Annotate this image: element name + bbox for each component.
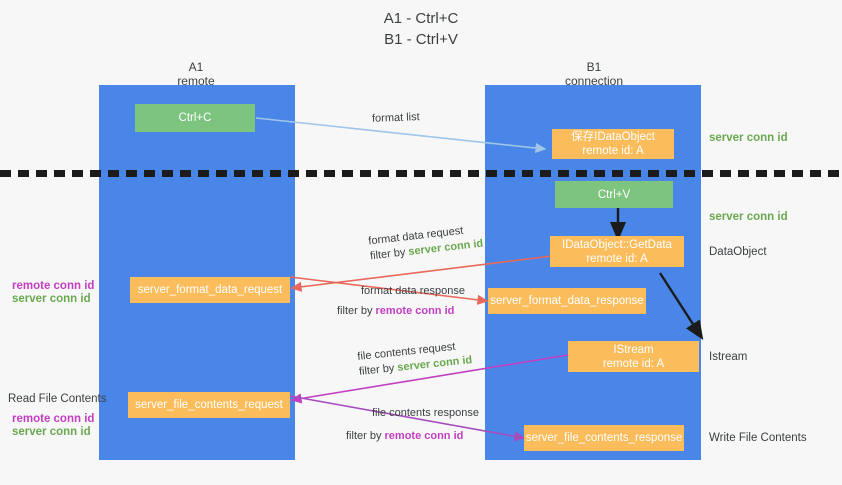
title-line-2: B1 - Ctrl+V xyxy=(384,31,458,48)
node-ctrl-v[interactable]: Ctrl+V xyxy=(555,181,673,208)
node-server-format-data-request-label: server_format_data_request xyxy=(137,284,283,296)
node-idataobject-getdata[interactable]: IDataObject::GetData remote id: A xyxy=(550,236,684,267)
column-a1-name: A1 xyxy=(188,60,204,74)
node-ctrl-v-label: Ctrl+V xyxy=(597,188,631,201)
node-save-idataobject[interactable]: 保存IDataObject remote id: A xyxy=(552,129,674,159)
node-server-file-contents-response-label: server_file_contents_response xyxy=(525,432,683,444)
flow-label-file-contents-response-text: file contents response xyxy=(372,407,480,419)
node-istream-line1: IStream xyxy=(613,343,654,356)
node-istream[interactable]: IStream remote id: A xyxy=(568,341,699,372)
filter-prefix: filter by xyxy=(337,305,376,317)
column-header-b1: B1 connection xyxy=(540,60,648,88)
node-idataobject-getdata-line2: remote id: A xyxy=(586,252,648,265)
annotation-server-conn-id-top: server conn id xyxy=(709,132,788,144)
flow-label-format-list-text: format list xyxy=(371,111,420,125)
annotation-server-conn-id-mid: server conn id xyxy=(709,211,788,223)
filter-prefix: filter by xyxy=(346,430,385,442)
node-idataobject-getdata-line1: IDataObject::GetData xyxy=(562,238,672,251)
node-server-file-contents-request[interactable]: server_file_contents_request xyxy=(128,392,290,418)
column-b1-sub: connection xyxy=(564,74,624,88)
node-server-format-data-response-label: server_format_data_response xyxy=(490,295,644,307)
node-server-format-data-request[interactable]: server_format_data_request xyxy=(130,277,290,303)
flow-label-format-data-response-filter: filter by remote conn id xyxy=(337,299,465,319)
column-a1-sub: remote xyxy=(177,74,215,88)
filter-prefix: filter by xyxy=(358,361,398,378)
page-title: A1 - Ctrl+C B1 - Ctrl+V xyxy=(0,8,842,50)
flow-label-file-contents-response: file contents response filter by remote … xyxy=(346,406,479,444)
annotation-dataobject: DataObject xyxy=(709,246,767,258)
filter-id-remote-conn: remote conn id xyxy=(384,430,464,442)
node-ctrl-c[interactable]: Ctrl+C xyxy=(135,104,255,132)
column-b1-name: B1 xyxy=(586,60,602,74)
node-server-format-data-response[interactable]: server_format_data_response xyxy=(488,288,646,314)
flow-label-format-data-response: format data response filter by remote co… xyxy=(337,284,465,319)
flow-label-file-contents-response-filter: filter by remote conn id xyxy=(346,421,479,444)
node-ctrl-c-label: Ctrl+C xyxy=(178,112,212,124)
node-server-file-contents-request-label: server_file_contents_request xyxy=(135,399,283,411)
node-server-file-contents-response[interactable]: server_file_contents_response xyxy=(524,425,684,451)
flow-label-format-data-response-text: format data response xyxy=(361,285,465,297)
filter-prefix: filter by xyxy=(369,246,410,263)
flow-label-file-contents-request: file contents request filter by server c… xyxy=(357,338,473,380)
annotation-server-conn-id-2: server conn id xyxy=(12,426,91,438)
annotation-write-file-contents: Write File Contents xyxy=(709,432,807,444)
node-save-idataobject-line1: 保存IDataObject xyxy=(571,131,655,143)
annotation-read-file-contents: Read File Contents xyxy=(8,393,107,405)
node-istream-line2: remote id: A xyxy=(602,357,665,370)
column-header-a1: A1 remote xyxy=(142,60,250,88)
node-save-idataobject-line2: remote id: A xyxy=(582,145,644,157)
filter-id-remote-conn: remote conn id xyxy=(375,305,455,317)
annotation-remote-conn-id-2: remote conn id xyxy=(12,413,95,425)
annotation-server-conn-id-1: server conn id xyxy=(12,293,91,305)
flow-label-format-data-request: format data request filter by server con… xyxy=(368,222,484,265)
flow-label-format-list: format list xyxy=(372,110,420,127)
title-line-1: A1 - Ctrl+C xyxy=(383,10,459,27)
annotation-remote-conn-id-1: remote conn id xyxy=(12,280,95,292)
phase-divider xyxy=(0,170,842,177)
annotation-istream: Istream xyxy=(709,351,748,363)
